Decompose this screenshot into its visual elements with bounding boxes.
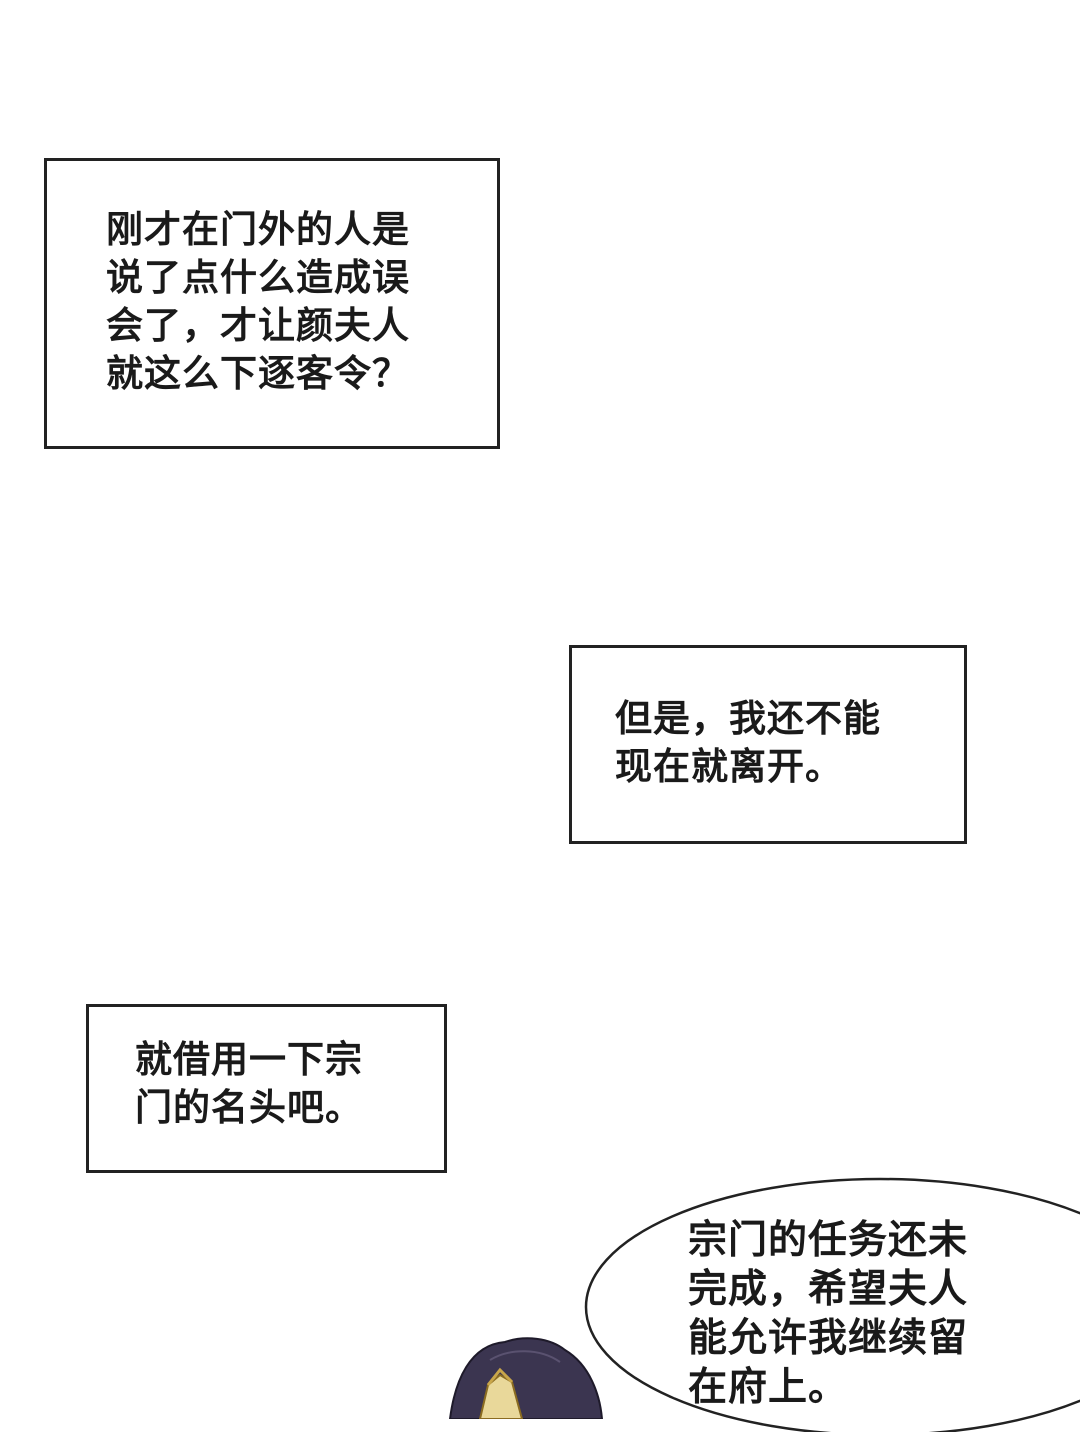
text-line: 现在就离开。 xyxy=(615,745,843,788)
text-line: 宗门的任务还未 xyxy=(688,1218,969,1263)
text-line: 完成，希望夫人 xyxy=(688,1267,969,1312)
text-line: 在府上。 xyxy=(688,1365,849,1410)
narration-text-2: 但是，我还不能 现在就离开。 xyxy=(615,695,881,791)
text-line: 说了点什么造成误 xyxy=(106,256,410,299)
text-line: 就借用一下宗 xyxy=(135,1038,363,1081)
speech-bubble-text: 宗门的任务还未 完成，希望夫人 能允许我继续留 在府上。 xyxy=(688,1216,968,1412)
character-hair-illustration xyxy=(448,1337,604,1419)
narration-box-3 xyxy=(86,1004,447,1173)
text-line: 就这么下逐客令？ xyxy=(106,352,410,395)
text-line: 能允许我继续留 xyxy=(688,1316,969,1361)
speech-bubble xyxy=(584,1177,1080,1432)
text-line: 会了，才让颜夫人 xyxy=(106,304,410,347)
text-line: 门的名头吧。 xyxy=(135,1086,363,1129)
narration-text-3: 就借用一下宗 门的名头吧。 xyxy=(135,1036,363,1132)
narration-text-1: 刚才在门外的人是 说了点什么造成误 会了，才让颜夫人 就这么下逐客令？ xyxy=(106,206,410,398)
text-line: 刚才在门外的人是 xyxy=(106,208,410,251)
narration-box-1 xyxy=(44,158,500,449)
narration-box-2 xyxy=(569,645,967,844)
text-line: 但是，我还不能 xyxy=(615,697,881,740)
